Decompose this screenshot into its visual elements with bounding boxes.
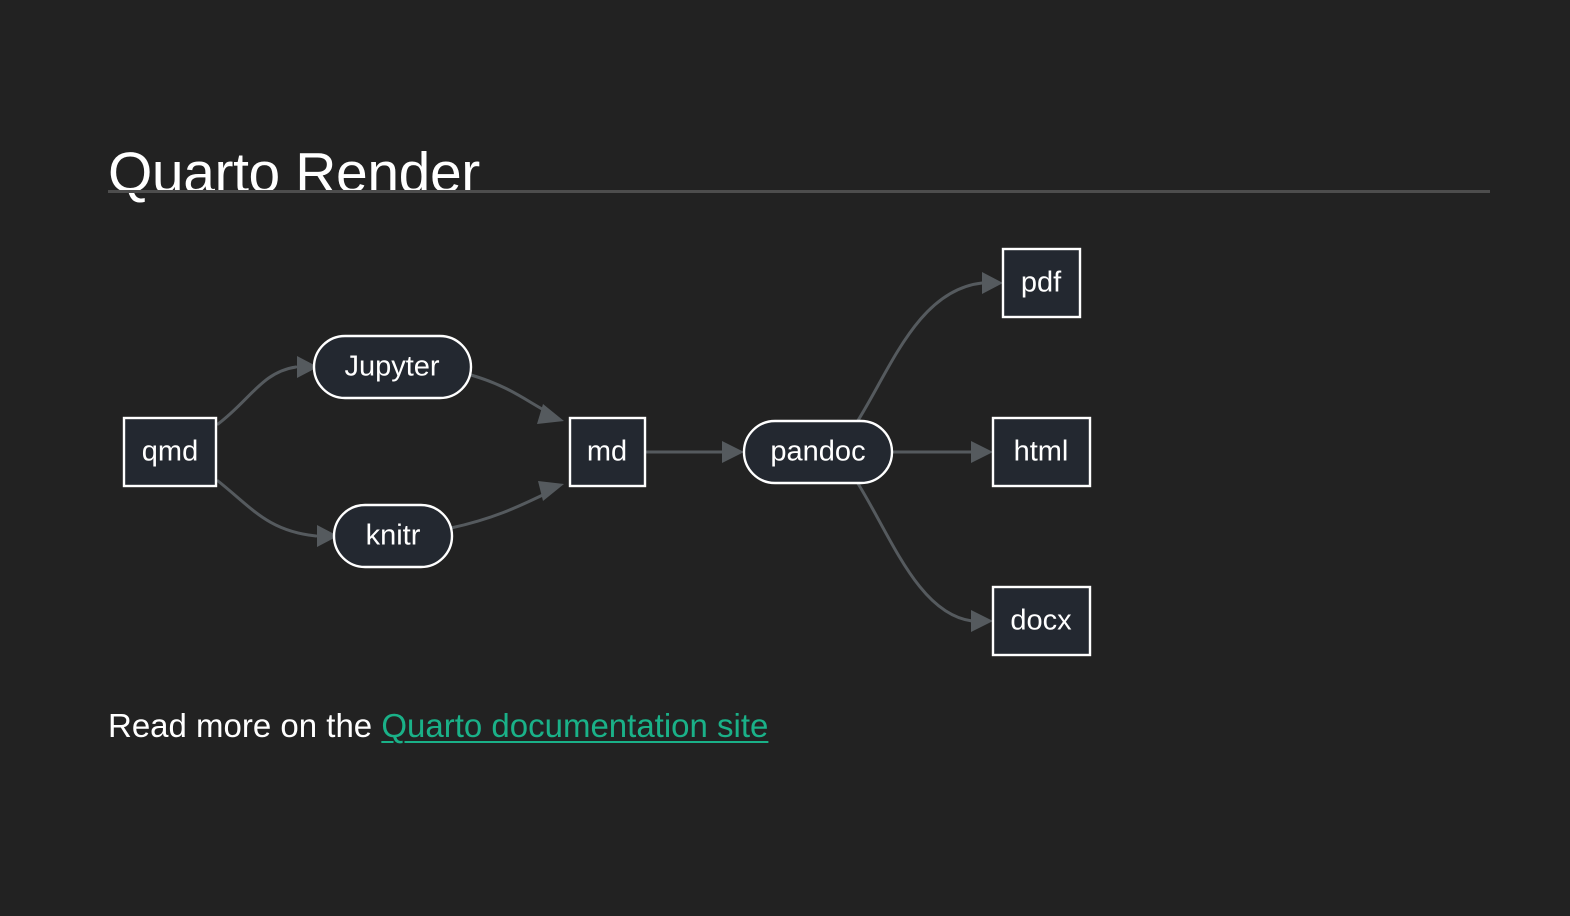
edge-qmd-knitr xyxy=(216,479,338,547)
edge-pandoc-html xyxy=(890,441,993,463)
node-label-html: html xyxy=(1014,436,1069,468)
node-label-jupyter: Jupyter xyxy=(344,351,439,383)
quarto-documentation-link[interactable]: Quarto documentation site xyxy=(381,707,769,744)
edge-pandoc-pdf xyxy=(855,272,1003,424)
edge-qmd-jupyter xyxy=(216,356,318,426)
node-label-qmd: qmd xyxy=(142,436,198,468)
edge-pandoc-docx xyxy=(855,480,993,632)
edge-jupyter-md xyxy=(469,373,564,424)
node-label-knitr: knitr xyxy=(366,520,421,552)
node-pandoc[interactable]: pandoc xyxy=(742,419,894,485)
node-html[interactable]: html xyxy=(991,416,1092,488)
node-md[interactable]: md xyxy=(568,416,647,488)
page-title: Quarto Render xyxy=(108,141,480,206)
footer-prefix-text: Read more on the xyxy=(108,707,382,744)
node-label-docx: docx xyxy=(1010,605,1072,637)
node-docx[interactable]: docx xyxy=(991,585,1092,657)
node-label-pandoc: pandoc xyxy=(770,436,865,468)
footer-paragraph: Read more on the Quarto documentation si… xyxy=(108,705,768,748)
node-jupyter[interactable]: Jupyter xyxy=(312,334,473,400)
node-knitr[interactable]: knitr xyxy=(332,503,454,569)
title-divider xyxy=(108,190,1490,193)
node-qmd[interactable]: qmd xyxy=(122,416,218,488)
node-label-pdf: pdf xyxy=(1021,267,1062,299)
edge-md-pandoc xyxy=(643,441,744,463)
node-pdf[interactable]: pdf xyxy=(1001,247,1082,319)
node-label-md: md xyxy=(587,436,627,468)
edge-knitr-md xyxy=(449,481,564,530)
